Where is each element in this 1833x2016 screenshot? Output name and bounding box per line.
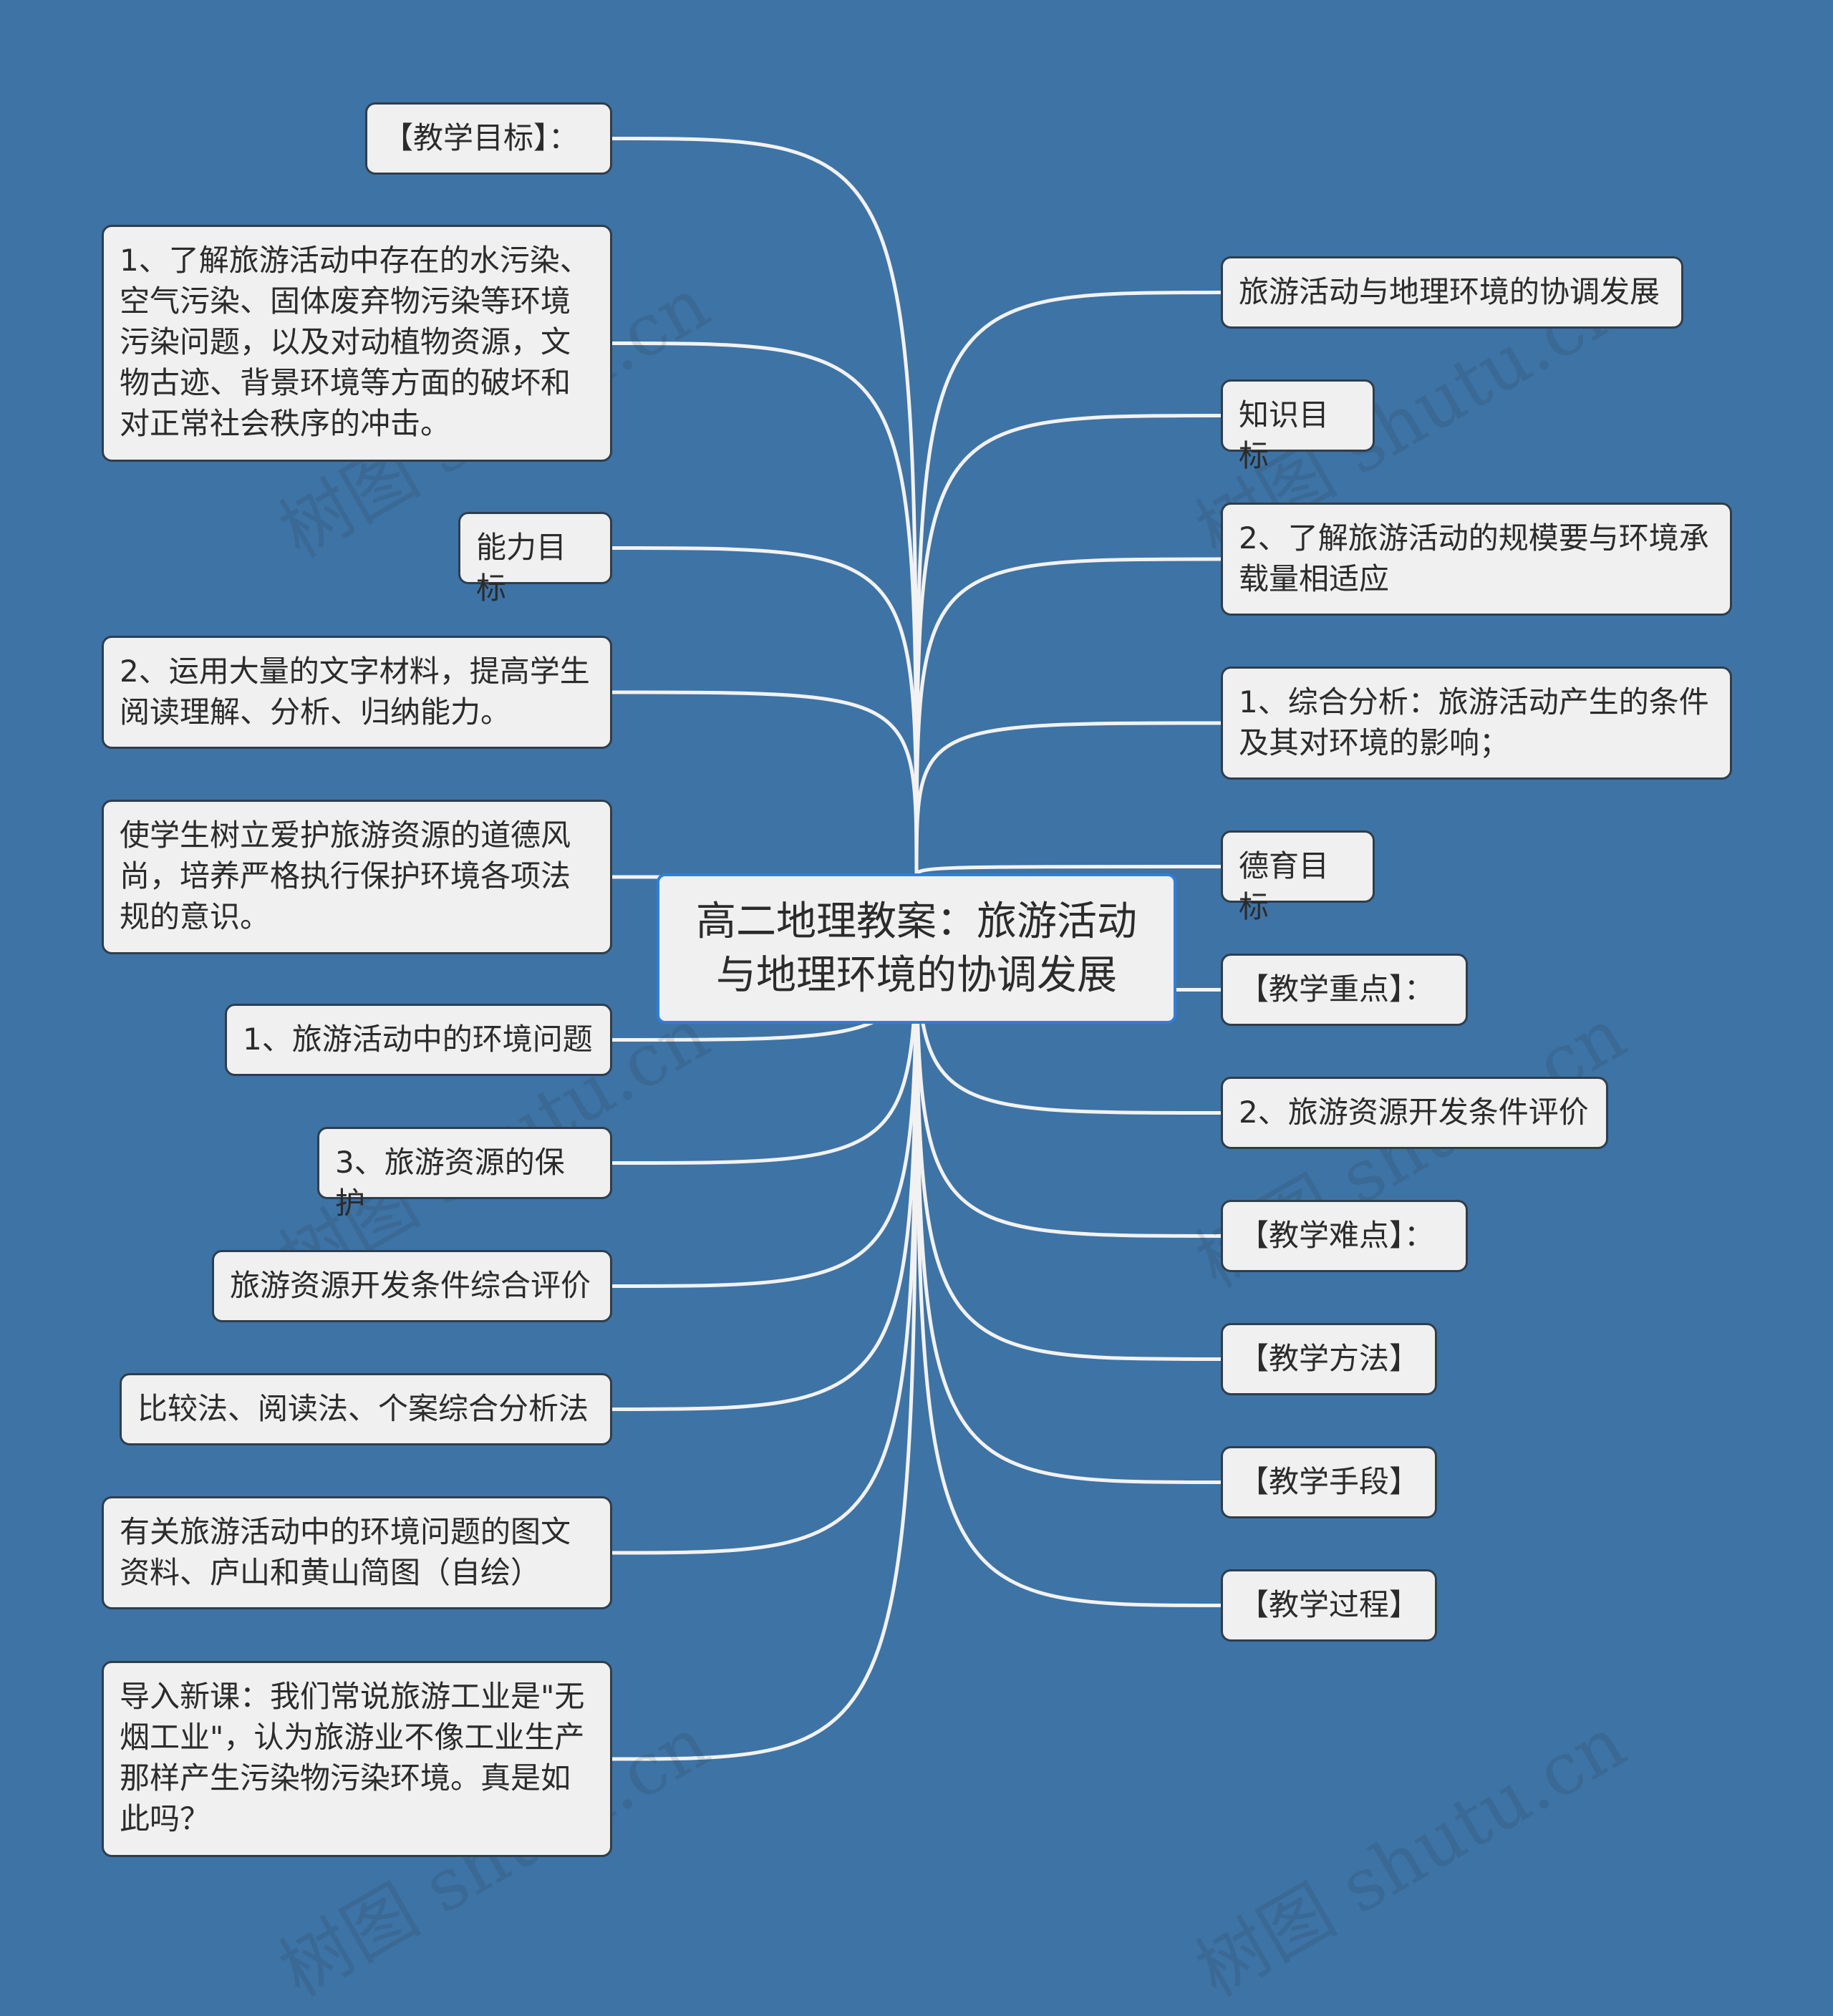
node-knowledge-goal[interactable]: 知识目标 xyxy=(1221,379,1375,473)
node-intro[interactable]: 导入新课：我们常说旅游工业是"无烟工业"，认为旅游业不像工业生产那样产生污染物污… xyxy=(102,1661,612,1857)
connector-line xyxy=(914,291,1223,879)
node-teaching-means[interactable]: 【教学手段】 xyxy=(1221,1446,1437,1518)
node-ability-goal[interactable]: 能力目标 xyxy=(458,512,612,606)
node-analysis-1[interactable]: 1、综合分析：旅游活动产生的条件及其对环境的影响； xyxy=(1221,667,1732,780)
connector-line xyxy=(914,875,1223,1607)
node-resource-dev-eval[interactable]: 2、旅游资源开发条件评价 xyxy=(1221,1077,1608,1149)
connector-line xyxy=(610,875,919,1761)
node-resource-protection[interactable]: 3、旅游资源的保护 xyxy=(317,1127,612,1221)
node-materials[interactable]: 有关旅游活动中的环境问题的图文资料、庐山和黄山简图（自绘） xyxy=(102,1496,612,1609)
node-moral-protection[interactable]: 使学生树立爱护旅游资源的道德风尚，培养严格执行保护环境各项法规的意识。 xyxy=(102,800,612,954)
node-ability-2-reading[interactable]: 2、运用大量的文字材料，提高学生阅读理解、分析、归纳能力。 xyxy=(102,636,612,749)
root-node[interactable]: 高二地理教案：旅游活动与地理环境的协调发展 xyxy=(657,873,1176,1024)
node-moral-goal[interactable]: 德育目标 xyxy=(1221,830,1375,924)
node-goal-2-scale[interactable]: 2、了解旅游活动的规模要与环境承载量相适应 xyxy=(1221,503,1732,616)
node-topic-title[interactable]: 旅游活动与地理环境的协调发展 xyxy=(1221,256,1683,329)
node-difficult-points[interactable]: 【教学难点】： xyxy=(1221,1200,1468,1272)
node-env-problems[interactable]: 1、旅游活动中的环境问题 xyxy=(225,1004,612,1076)
connector-line xyxy=(914,414,1223,879)
node-teaching-goal-heading[interactable]: 【教学目标】： xyxy=(365,102,612,175)
connector-line xyxy=(914,865,1223,879)
node-goal-1-pollution[interactable]: 1、了解旅游活动中存在的水污染、空气污染、固体废弃物污染等环境污染问题，以及对动… xyxy=(102,225,612,462)
node-teaching-process[interactable]: 【教学过程】 xyxy=(1221,1569,1437,1642)
connector-line xyxy=(914,721,1223,879)
node-resource-evaluation[interactable]: 旅游资源开发条件综合评价 xyxy=(212,1250,612,1322)
connector-line xyxy=(610,137,919,879)
connector-line xyxy=(610,690,919,879)
node-methods-list[interactable]: 比较法、阅读法、个案综合分析法 xyxy=(120,1373,612,1445)
connector-line xyxy=(914,557,1223,879)
connector-line xyxy=(610,341,919,879)
mind-map-canvas: 树图 shutu.cn 树图 shutu.cn 树图 shutu.cn 树图 s… xyxy=(102,102,1732,2012)
node-teaching-method[interactable]: 【教学方法】 xyxy=(1221,1323,1437,1395)
node-key-points[interactable]: 【教学重点】： xyxy=(1221,954,1468,1026)
